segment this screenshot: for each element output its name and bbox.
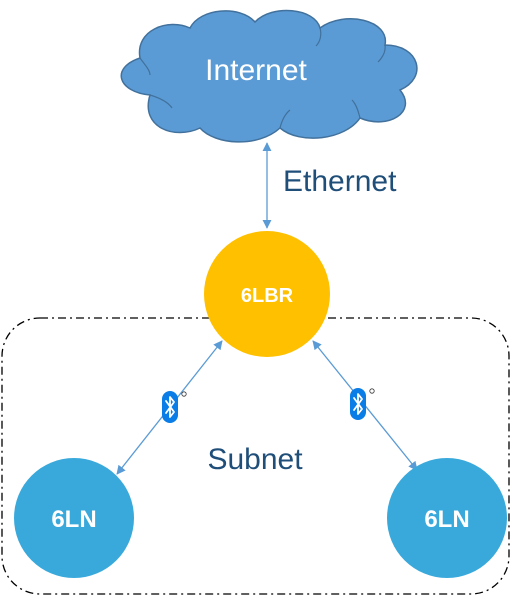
bluetooth-icon	[161, 390, 187, 424]
leaf-node-left	[14, 458, 134, 578]
leaf-node-left-label: 6LN	[51, 506, 96, 533]
border-router-node	[204, 231, 330, 357]
leaf-node-right-label: 6LN	[424, 506, 469, 533]
bluetooth-icon	[349, 387, 375, 421]
leaf-node-right	[387, 458, 507, 578]
internet-label: Internet	[205, 54, 307, 87]
border-router-label: 6LBR	[241, 285, 294, 307]
internet-cloud	[120, 9, 418, 143]
ethernet-label: Ethernet	[283, 165, 397, 198]
subnet-label: Subnet	[207, 443, 303, 476]
